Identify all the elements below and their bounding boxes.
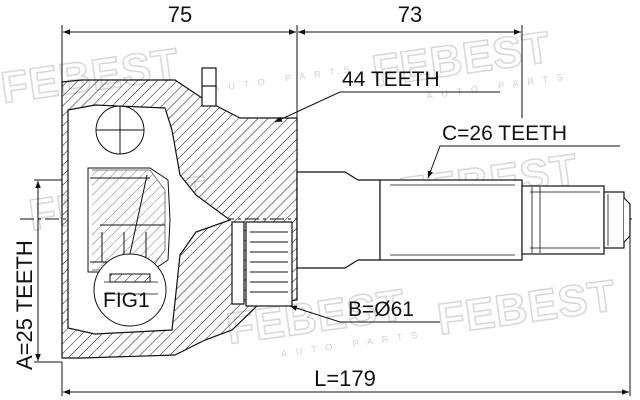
- watermark-sub: AUTO PARTS: [213, 63, 359, 93]
- abs-ring-teeth: [250, 231, 288, 293]
- callout-shaft-teeth: C=26 TEETH: [442, 122, 567, 145]
- leader-lines: [274, 91, 620, 323]
- watermark-brand: FEBEST: [434, 271, 619, 345]
- inner-cage: [87, 105, 171, 327]
- callout-inner-teeth: A=25 TEETH: [12, 240, 37, 370]
- shaft: [296, 171, 631, 269]
- callout-abs-ring: B=Ø61: [348, 298, 414, 321]
- callout-outer-teeth: 44 TEETH: [342, 68, 440, 91]
- callout-figure: FIG1: [103, 289, 150, 312]
- dim-overall-length: L=179: [314, 366, 376, 391]
- dim-top-right: 73: [398, 2, 422, 27]
- extension-lines: [34, 25, 631, 396]
- dimension-lines: [35, 29, 629, 395]
- dim-top-left: 75: [168, 2, 192, 27]
